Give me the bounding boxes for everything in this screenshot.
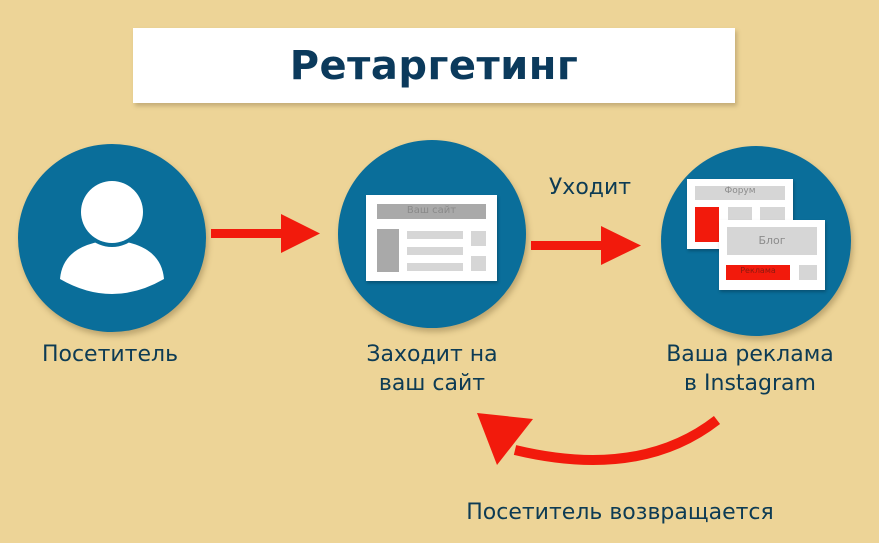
visitor-circle [18,144,206,332]
page-title: Ретаргетинг [289,42,579,89]
website-mockup: Ваш сайт [366,195,497,281]
user-icon [60,179,164,294]
website-mockup-header: Ваш сайт [406,205,457,216]
website-circle: Ваш сайт [338,140,526,328]
blog-header: Блог [758,234,786,247]
visitor-label: Посетитель [41,342,179,367]
ads-circle: Форум Блог Реклама [661,146,851,336]
ad-banner: Реклама [726,265,790,280]
forum-header: Форум [724,186,756,196]
site-visit-label: Заходит на ваш сайт [366,342,498,396]
ads-label: Ваша реклама в Instagram [666,342,834,396]
leaves-label: Уходит [548,175,632,200]
blog-mockup: Блог Реклама [719,220,825,290]
title-banner: Ретаргетинг [133,28,735,103]
visitor-returns-label: Посетитель возвращается [466,500,774,525]
